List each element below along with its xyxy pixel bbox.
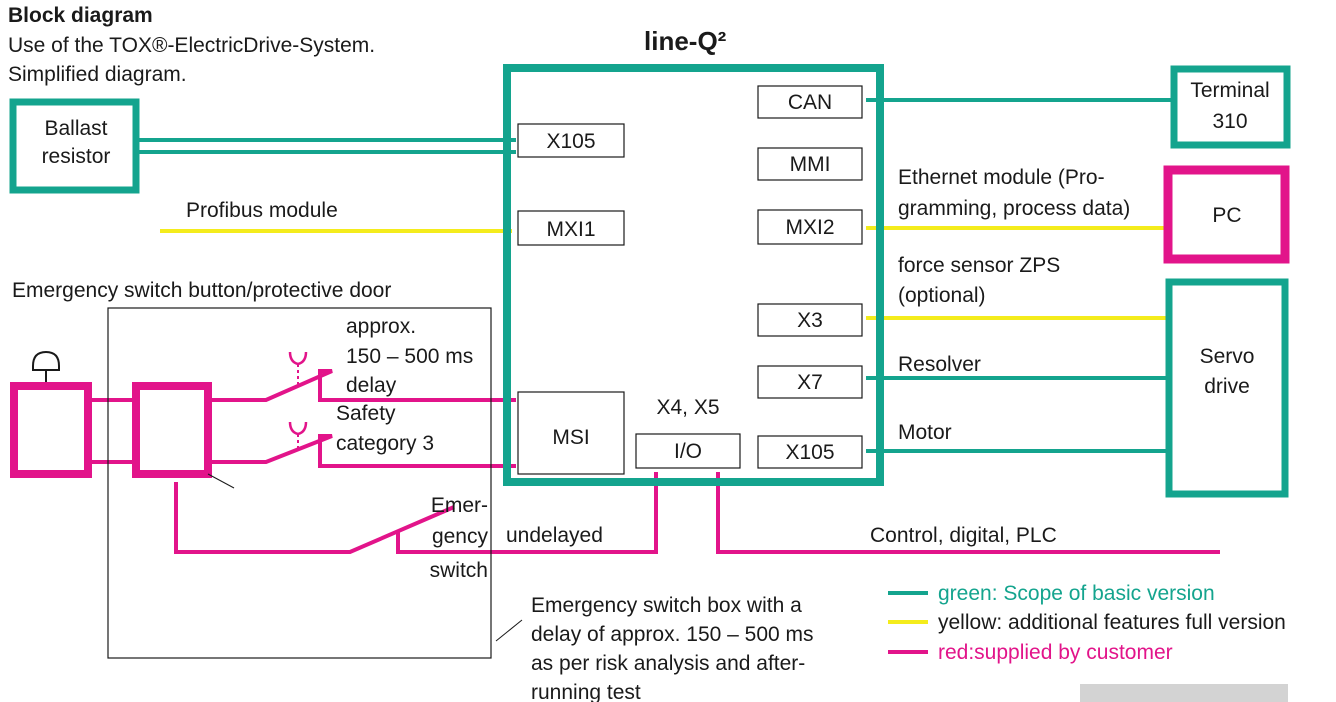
ballast-resistor-box [9, 98, 140, 194]
port-io-box [635, 433, 741, 469]
box-note-2: delay of approx. 150 – 500 ms [531, 623, 814, 646]
legend-red: red:supplied by customer [938, 641, 1173, 664]
delay-label-2: 150 – 500 ms [346, 345, 473, 368]
emer-switch-label-3: switch [430, 559, 488, 582]
servo-label-1: Servo [1200, 345, 1255, 368]
delay-label-3: delay [346, 374, 397, 397]
delay-switch-actuator [288, 351, 308, 366]
diagram-subtitle-2: Simplified diagram. [8, 63, 187, 86]
box-note-1: Emergency switch box with a [531, 594, 802, 617]
port-x7-box [757, 365, 863, 399]
control-label: Control, digital, PLC [870, 524, 1057, 547]
terminal-label-1: Terminal [1190, 79, 1269, 102]
box-note-3: as per risk analysis and after- [531, 652, 805, 675]
emergency-button-icon [32, 350, 60, 371]
legend-yellow: yellow: additional features full version [938, 611, 1286, 634]
legend-green: green: Scope of basic version [938, 582, 1215, 605]
terminal-label-2: 310 [1212, 110, 1247, 133]
emergency-switch-wire [174, 482, 455, 554]
port-mxi1: MXI1 [546, 218, 595, 241]
diagram-subtitle-1: Use of the TOX®-ElectricDrive-System. [8, 34, 375, 57]
safety-contact-wire [208, 434, 516, 468]
undelayed-label: undelayed [506, 524, 603, 547]
port-mmi-box [757, 147, 863, 181]
port-mxi2-box [757, 209, 863, 245]
emergency-title: Emergency switch button/protective door [12, 279, 391, 302]
box-note-pointer [495, 619, 523, 642]
safety-relay-box [132, 382, 212, 478]
ballast-label-2: resistor [42, 145, 111, 168]
port-x3-box [757, 303, 863, 337]
profibus-label: Profibus module [186, 199, 338, 222]
footer-grey-block [1080, 684, 1288, 702]
control-wire [716, 472, 1220, 554]
delay-label-1: approx. [346, 315, 416, 338]
controller-box [503, 64, 884, 486]
diagram-title: Block diagram [8, 4, 153, 27]
port-x105-bottom: X105 [785, 441, 834, 464]
emer-switch-label-1: Emer- [431, 494, 488, 517]
port-io: I/O [674, 440, 702, 463]
port-can-box [757, 85, 863, 119]
ballast-label-1: Ballast [44, 117, 107, 140]
terminal-box [1170, 65, 1291, 149]
port-mxi2: MXI2 [785, 216, 834, 239]
force-sensor-label-2: (optional) [898, 284, 986, 307]
motor-label: Motor [898, 421, 952, 444]
port-mxi1-box [517, 210, 625, 246]
port-x105-top-box [517, 123, 625, 158]
port-x105-top: X105 [546, 130, 595, 153]
servo-drive-box [1165, 278, 1289, 498]
emer-switch-label-2: gency [432, 525, 489, 548]
port-x105-bottom-box [757, 435, 863, 469]
category-label-2: category 3 [336, 432, 434, 455]
pc-label: PC [1212, 204, 1241, 227]
undelayed-wire [396, 472, 658, 554]
pc-box [1163, 165, 1290, 264]
delayed-contact-wire [208, 369, 516, 402]
relay-pointer [207, 473, 235, 489]
protective-door-box [10, 382, 92, 478]
controller-title: line-Q² [644, 26, 727, 56]
port-x7: X7 [797, 371, 823, 394]
emergency-switch-box [107, 307, 492, 659]
ethernet-label-2: gramming, process data) [898, 197, 1130, 220]
port-x3: X3 [797, 309, 823, 332]
port-msi: MSI [552, 426, 589, 449]
servo-label-2: drive [1204, 375, 1250, 398]
force-sensor-label-1: force sensor ZPS [898, 254, 1060, 277]
port-mmi: MMI [790, 153, 831, 176]
port-can: CAN [788, 91, 832, 114]
category-label-1: Safety [336, 402, 396, 425]
port-x4x5-label: X4, X5 [656, 396, 719, 419]
box-note-4: running test [531, 681, 641, 702]
ethernet-label-1: Ethernet module (Pro- [898, 166, 1105, 189]
safety-switch-actuator [288, 421, 308, 436]
port-msi-box [517, 391, 625, 475]
resolver-label: Resolver [898, 353, 981, 376]
